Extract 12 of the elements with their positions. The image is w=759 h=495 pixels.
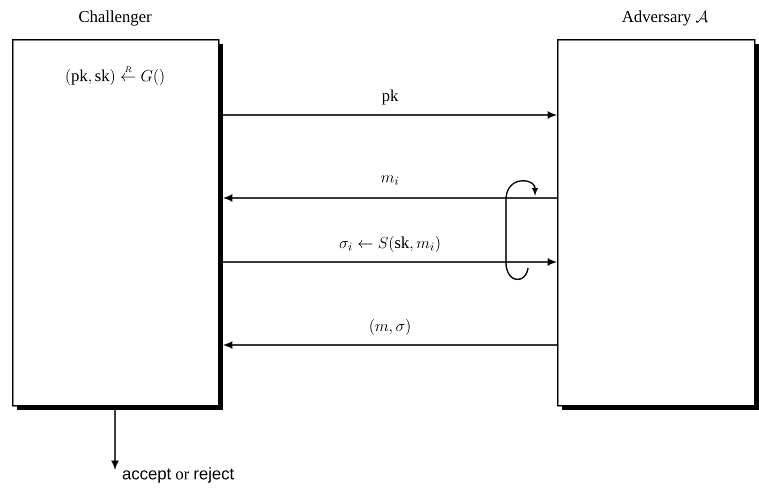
edge-label: $\sigma_i \leftarrow S(\mathrm{sk}, m_i)$: [338, 234, 442, 254]
edge-label: $m_i$: [379, 174, 401, 186]
arrow: [224, 342, 557, 348]
edge-label: $\mathrm{pk}$: [380, 88, 400, 106]
party-heading: Challenger: [79, 10, 152, 26]
arrow: [223, 258, 556, 266]
arrow: [224, 194, 557, 202]
party-heading: $\text{Adversary } \mathcal{A}$: [622, 10, 708, 26]
outcome-text: $\textsf{accept} \text{ or } \textsf{reject}$: [122, 467, 234, 483]
arrow: [223, 112, 556, 118]
arrow: [112, 410, 118, 468]
edge-label: $(m, \sigma)$: [367, 318, 413, 336]
